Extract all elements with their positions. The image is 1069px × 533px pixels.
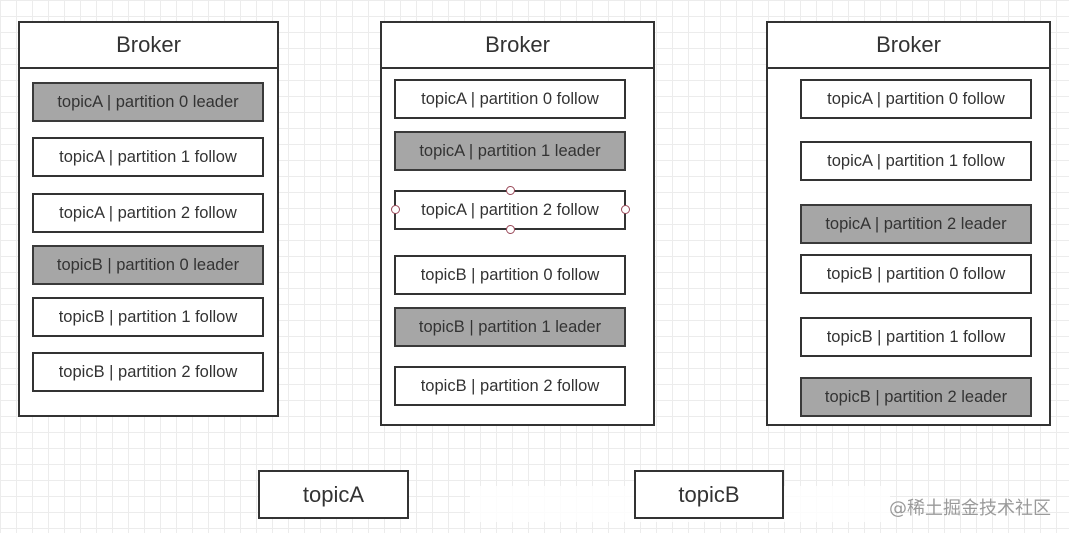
partition-box[interactable]: topicA | partition 0 follow	[800, 79, 1032, 119]
partition-box[interactable]: topicB | partition 0 follow	[394, 255, 626, 295]
partition-box[interactable]: topicA | partition 2 leader	[800, 204, 1032, 244]
partition-box[interactable]: topicB | partition 0 leader	[32, 245, 264, 285]
selection-handle[interactable]	[506, 186, 515, 195]
partition-box[interactable]: topicB | partition 0 follow	[800, 254, 1032, 294]
broker-title: Broker	[768, 23, 1049, 69]
partition-box[interactable]: topicB | partition 1 follow	[32, 297, 264, 337]
partition-box[interactable]: topicB | partition 2 follow	[32, 352, 264, 392]
partition-box[interactable]: topicB | partition 2 follow	[394, 366, 626, 406]
partition-box[interactable]: topicB | partition 2 leader	[800, 377, 1032, 417]
partition-box[interactable]: topicB | partition 1 follow	[800, 317, 1032, 357]
selection-handle[interactable]	[391, 205, 400, 214]
partition-box[interactable]: topicA | partition 0 leader	[32, 82, 264, 122]
partition-box[interactable]: topicA | partition 1 follow	[32, 137, 264, 177]
watermark: @稀土掘金技术社区	[889, 498, 1051, 519]
selection-handle[interactable]	[506, 225, 515, 234]
partition-box[interactable]: topicA | partition 2 follow	[32, 193, 264, 233]
topic-box-a[interactable]: topicA	[258, 470, 409, 519]
partition-box[interactable]: topicA | partition 1 leader	[394, 131, 626, 171]
partition-box[interactable]: topicA | partition 0 follow	[394, 79, 626, 119]
topic-box-b[interactable]: topicB	[634, 470, 784, 519]
partition-box[interactable]: topicA | partition 1 follow	[800, 141, 1032, 181]
partition-box[interactable]: topicB | partition 1 leader	[394, 307, 626, 347]
selection-handle[interactable]	[621, 205, 630, 214]
broker-title: Broker	[20, 23, 277, 69]
partition-box-selected[interactable]: topicA | partition 2 follow	[394, 190, 626, 230]
broker-title: Broker	[382, 23, 653, 69]
